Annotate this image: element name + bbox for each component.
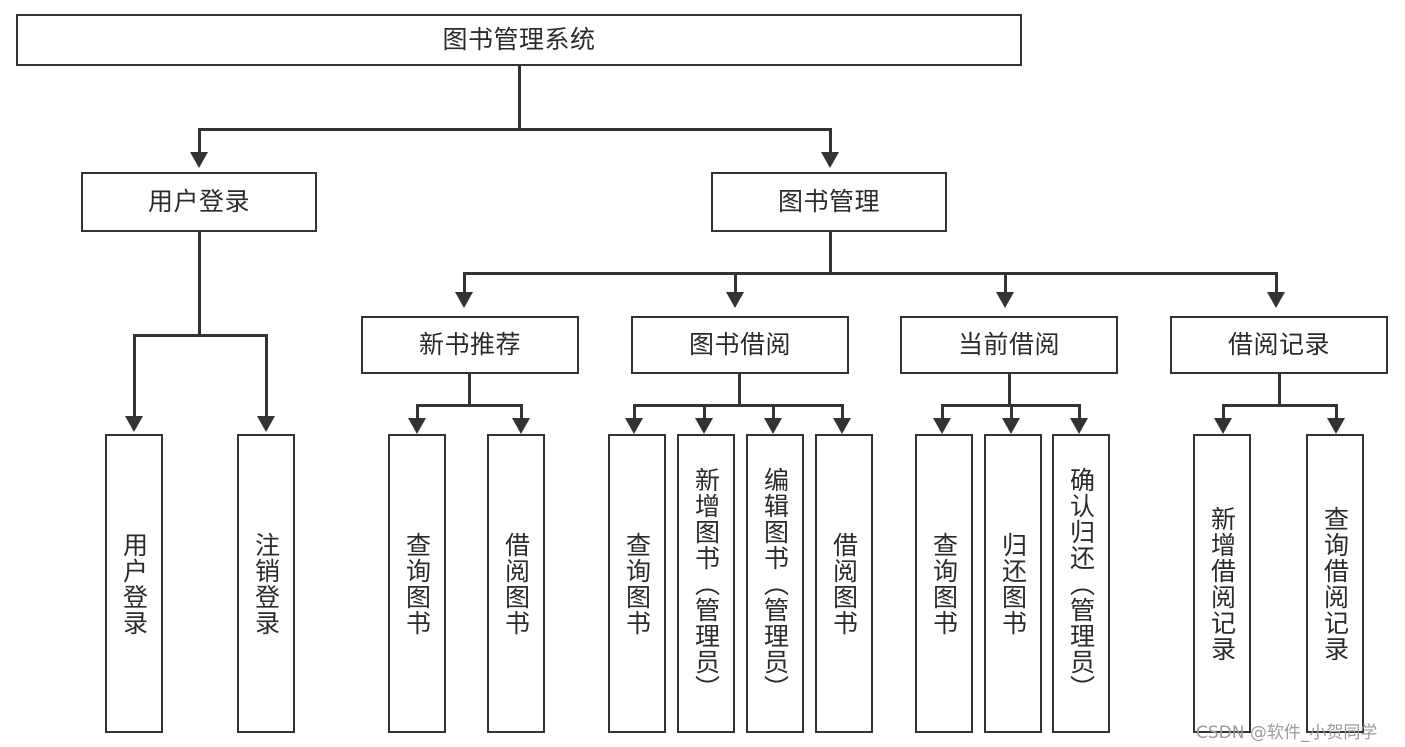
node-label: 查询图书 bbox=[622, 531, 652, 636]
arrowhead-record-l1 bbox=[1214, 418, 1232, 434]
leaf-current-query-book[interactable]: 查询图书 bbox=[915, 434, 973, 733]
connector-book-manage-down bbox=[829, 232, 832, 274]
connector-root-vertical bbox=[518, 66, 521, 130]
leaf-borrow-add-book-admin[interactable]: 新增图书（管理员） bbox=[677, 434, 735, 733]
leaf-record-add-record[interactable]: 新增借阅记录 bbox=[1193, 434, 1251, 733]
leaf-recommend-borrow-book[interactable]: 借阅图书 bbox=[487, 434, 545, 733]
connector-book-manage-bus bbox=[463, 272, 1278, 275]
node-user-login[interactable]: 用户登录 bbox=[81, 172, 317, 232]
connector-user-login-leaf2 bbox=[265, 334, 268, 418]
leaf-current-confirm-return-admin[interactable]: 确认归还（管理员） bbox=[1052, 434, 1110, 733]
leaf-current-return-book[interactable]: 归还图书 bbox=[984, 434, 1042, 733]
connector-borrow-l3 bbox=[772, 404, 775, 420]
leaf-borrow-query-book[interactable]: 查询图书 bbox=[608, 434, 666, 733]
leaf-borrow-edit-book-admin[interactable]: 编辑图书（管理员） bbox=[746, 434, 804, 733]
connector-book-manage-c2 bbox=[734, 272, 737, 294]
connector-recommend-l2 bbox=[520, 404, 523, 420]
arrowhead-recommend-l1 bbox=[408, 418, 426, 434]
connector-current-l3 bbox=[1078, 404, 1081, 420]
node-label: 新增图书（管理员） bbox=[691, 466, 721, 701]
node-borrow-record[interactable]: 借阅记录 bbox=[1170, 316, 1388, 374]
arrowhead-current-borrow bbox=[996, 292, 1014, 308]
arrowhead-user-login-leaf1 bbox=[125, 416, 143, 432]
arrowhead-current-l1 bbox=[933, 418, 951, 434]
connector-borrow-l2 bbox=[703, 404, 706, 420]
leaf-user-login-signin[interactable]: 用户登录 bbox=[105, 434, 163, 733]
arrowhead-new-book-recommend bbox=[455, 292, 473, 308]
connector-book-manage-c4 bbox=[1275, 272, 1278, 294]
arrowhead-to-user-login bbox=[190, 152, 208, 168]
node-label: 用户登录 bbox=[147, 187, 250, 217]
leaf-user-login-signout[interactable]: 注销登录 bbox=[237, 434, 295, 733]
arrowhead-current-l2 bbox=[1002, 418, 1020, 434]
node-label: 新增借阅记录 bbox=[1207, 505, 1237, 662]
connector-user-login-leaf1 bbox=[133, 334, 136, 418]
connector-user-login-bus bbox=[133, 334, 268, 337]
arrowhead-recommend-l2 bbox=[512, 418, 530, 434]
node-label: 图书借阅 bbox=[688, 330, 791, 360]
node-label: 图书管理 bbox=[777, 187, 880, 217]
arrowhead-to-book-manage bbox=[821, 152, 839, 168]
connector-book-manage-c3 bbox=[1004, 272, 1007, 294]
arrowhead-book-borrow bbox=[726, 292, 744, 308]
node-book-management[interactable]: 图书管理 bbox=[711, 172, 947, 232]
node-label: 查询借阅记录 bbox=[1320, 505, 1350, 662]
node-label: 借阅记录 bbox=[1227, 330, 1330, 360]
arrowhead-borrow-record bbox=[1267, 292, 1285, 308]
arrowhead-user-login-leaf2 bbox=[257, 416, 275, 432]
connector-borrow-down bbox=[738, 374, 741, 406]
arrowhead-borrow-l1 bbox=[625, 418, 643, 434]
node-root-system[interactable]: 图书管理系统 bbox=[16, 14, 1022, 66]
node-label: 确认归还（管理员） bbox=[1066, 466, 1096, 701]
connector-current-l2 bbox=[1010, 404, 1013, 420]
connector-record-l1 bbox=[1222, 404, 1225, 420]
connector-record-down bbox=[1278, 374, 1281, 406]
node-label: 新书推荐 bbox=[418, 330, 521, 360]
connector-book-manage-c1 bbox=[463, 272, 466, 294]
node-label: 编辑图书（管理员） bbox=[760, 466, 790, 701]
node-label: 归还图书 bbox=[998, 531, 1028, 636]
leaf-borrow-borrow-book[interactable]: 借阅图书 bbox=[815, 434, 873, 733]
connector-borrow-bus bbox=[633, 404, 844, 407]
connector-current-down bbox=[1008, 374, 1011, 406]
connector-record-bus bbox=[1222, 404, 1338, 407]
connector-user-login-down bbox=[198, 232, 201, 336]
node-label: 借阅图书 bbox=[829, 531, 859, 636]
node-label: 当前借阅 bbox=[957, 330, 1060, 360]
connector-current-l1 bbox=[941, 404, 944, 420]
node-current-borrow[interactable]: 当前借阅 bbox=[900, 316, 1118, 374]
node-label: 用户登录 bbox=[119, 531, 149, 636]
connector-recommend-l1 bbox=[416, 404, 419, 420]
leaf-record-query-record[interactable]: 查询借阅记录 bbox=[1306, 434, 1364, 733]
connector-root-horizontal bbox=[198, 128, 832, 131]
leaf-recommend-query-book[interactable]: 查询图书 bbox=[388, 434, 446, 733]
connector-record-l2 bbox=[1335, 404, 1338, 420]
arrowhead-borrow-l3 bbox=[764, 418, 782, 434]
node-label: 图书管理系统 bbox=[442, 25, 596, 55]
watermark-text: CSDN @软件_小贺同学 bbox=[1196, 723, 1378, 743]
node-label: 查询图书 bbox=[929, 531, 959, 636]
node-new-book-recommend[interactable]: 新书推荐 bbox=[361, 316, 579, 374]
node-label: 借阅图书 bbox=[501, 531, 531, 636]
connector-root-to-book-manage bbox=[829, 128, 832, 154]
arrowhead-borrow-l2 bbox=[695, 418, 713, 434]
node-book-borrow[interactable]: 图书借阅 bbox=[631, 316, 849, 374]
arrowhead-current-l3 bbox=[1070, 418, 1088, 434]
connector-borrow-l4 bbox=[841, 404, 844, 420]
connector-recommend-down bbox=[468, 374, 471, 406]
node-label: 注销登录 bbox=[251, 531, 281, 636]
node-label: 查询图书 bbox=[402, 531, 432, 636]
connector-recommend-bus bbox=[416, 404, 523, 407]
arrowhead-borrow-l4 bbox=[833, 418, 851, 434]
arrowhead-record-l2 bbox=[1327, 418, 1345, 434]
connector-root-to-user-login bbox=[198, 128, 201, 154]
connector-borrow-l1 bbox=[633, 404, 636, 420]
